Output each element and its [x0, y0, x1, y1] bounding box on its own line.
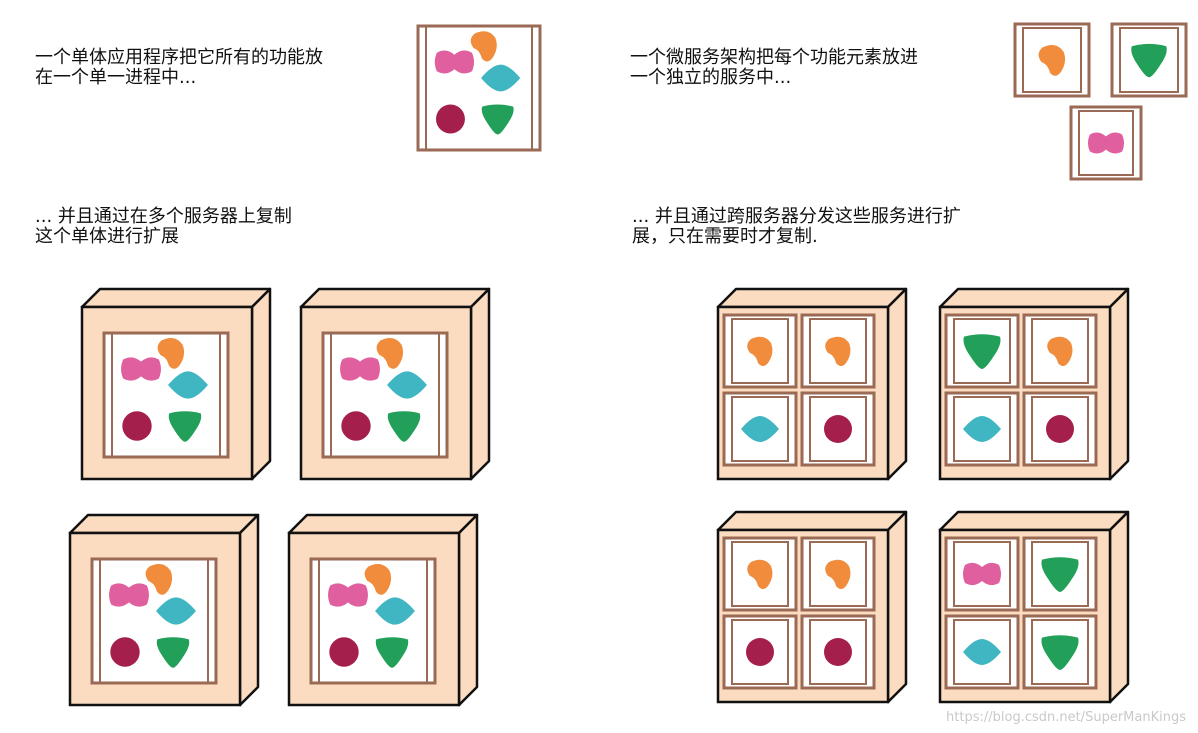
- service-orange: [1013, 22, 1091, 98]
- microservice-server-4: [938, 510, 1130, 704]
- service-pink: [1069, 105, 1143, 181]
- green-triangle-icon: [1041, 557, 1079, 592]
- teal-diamond-icon: [963, 416, 1001, 442]
- teal-diamond-icon: [375, 597, 415, 625]
- teal-diamond-icon: [741, 416, 779, 442]
- teal-diamond-icon: [168, 371, 208, 399]
- microservices-intro-caption: 一个微服务架构把每个功能元素放进 一个独立的服务中...: [630, 47, 918, 88]
- microservice-server-3: [716, 510, 908, 704]
- monolith-instance: [321, 331, 449, 459]
- service-instance: [722, 313, 798, 389]
- crimson-circle-icon: [824, 638, 852, 666]
- green-triangle-icon: [168, 411, 202, 442]
- service-instance: [944, 313, 1020, 389]
- orange-blob-icon: [825, 336, 851, 366]
- green-triangle-icon: [1131, 43, 1167, 78]
- orange-blob-icon: [1038, 45, 1066, 76]
- orange-blob-icon: [747, 336, 773, 366]
- service-instance: [1022, 536, 1098, 612]
- watermark: https://blog.csdn.net/SuperManKings: [946, 710, 1186, 725]
- crimson-circle-icon: [341, 411, 371, 441]
- service-instance: [1022, 614, 1098, 690]
- green-triangle-icon: [375, 637, 409, 668]
- service-instance: [944, 614, 1020, 690]
- crimson-circle-icon: [122, 411, 152, 441]
- crimson-circle-icon: [436, 104, 465, 134]
- teal-diamond-icon: [156, 597, 196, 625]
- service-instance: [800, 536, 876, 612]
- monolith-intro-caption: 一个单体应用程序把它所有的功能放 在一个单一进程中...: [35, 47, 323, 88]
- service-instance: [944, 536, 1020, 612]
- pink-bowtie-icon: [340, 357, 380, 381]
- crimson-circle-icon: [329, 637, 359, 667]
- monolith-instance: [90, 557, 218, 685]
- service-instance: [800, 391, 876, 467]
- monolith-app: [416, 24, 542, 152]
- monolith-server-4: [287, 513, 479, 707]
- monolith-scale-caption: ... 并且通过在多个服务器上复制 这个单体进行扩展: [35, 206, 292, 247]
- microservices-scale-caption: ... 并且通过跨服务器分发这些服务进行扩 展，只在需要时才复制.: [632, 206, 961, 247]
- green-triangle-icon: [1041, 635, 1079, 670]
- orange-blob-icon: [364, 564, 392, 595]
- service-green: [1110, 22, 1188, 98]
- monolith-server-3: [68, 513, 260, 707]
- orange-blob-icon: [1047, 336, 1073, 366]
- monolith-server-2: [299, 287, 491, 481]
- crimson-circle-icon: [1046, 415, 1074, 443]
- service-instance: [800, 313, 876, 389]
- orange-blob-icon: [747, 559, 773, 589]
- orange-blob-icon: [145, 564, 173, 595]
- pink-bowtie-icon: [109, 583, 149, 607]
- pink-bowtie-icon: [121, 357, 161, 381]
- service-instance: [1022, 391, 1098, 467]
- teal-diamond-icon: [963, 639, 1001, 665]
- orange-blob-icon: [376, 338, 404, 369]
- microservice-server-2: [938, 287, 1130, 481]
- pink-bowtie-icon: [434, 50, 475, 74]
- teal-diamond-icon: [481, 64, 521, 92]
- pink-bowtie-icon: [328, 583, 368, 607]
- monolith-server-1: [80, 287, 272, 481]
- crimson-circle-icon: [110, 637, 140, 667]
- microservice-server-1: [716, 287, 908, 481]
- crimson-circle-icon: [824, 415, 852, 443]
- pink-bowtie-icon: [963, 562, 1001, 586]
- monolith-instance: [102, 331, 230, 459]
- green-triangle-icon: [963, 334, 1001, 369]
- service-instance: [1022, 313, 1098, 389]
- service-instance: [800, 614, 876, 690]
- service-instance: [722, 391, 798, 467]
- crimson-circle-icon: [746, 638, 774, 666]
- orange-blob-icon: [157, 338, 185, 369]
- pink-bowtie-icon: [1087, 132, 1125, 154]
- orange-blob-icon: [825, 559, 851, 589]
- orange-blob-icon: [470, 31, 497, 62]
- green-triangle-icon: [387, 411, 421, 442]
- service-instance: [722, 614, 798, 690]
- monolith-instance: [309, 557, 437, 685]
- green-triangle-icon: [481, 104, 514, 135]
- teal-diamond-icon: [387, 371, 427, 399]
- service-instance: [722, 536, 798, 612]
- service-instance: [944, 391, 1020, 467]
- green-triangle-icon: [156, 637, 190, 668]
